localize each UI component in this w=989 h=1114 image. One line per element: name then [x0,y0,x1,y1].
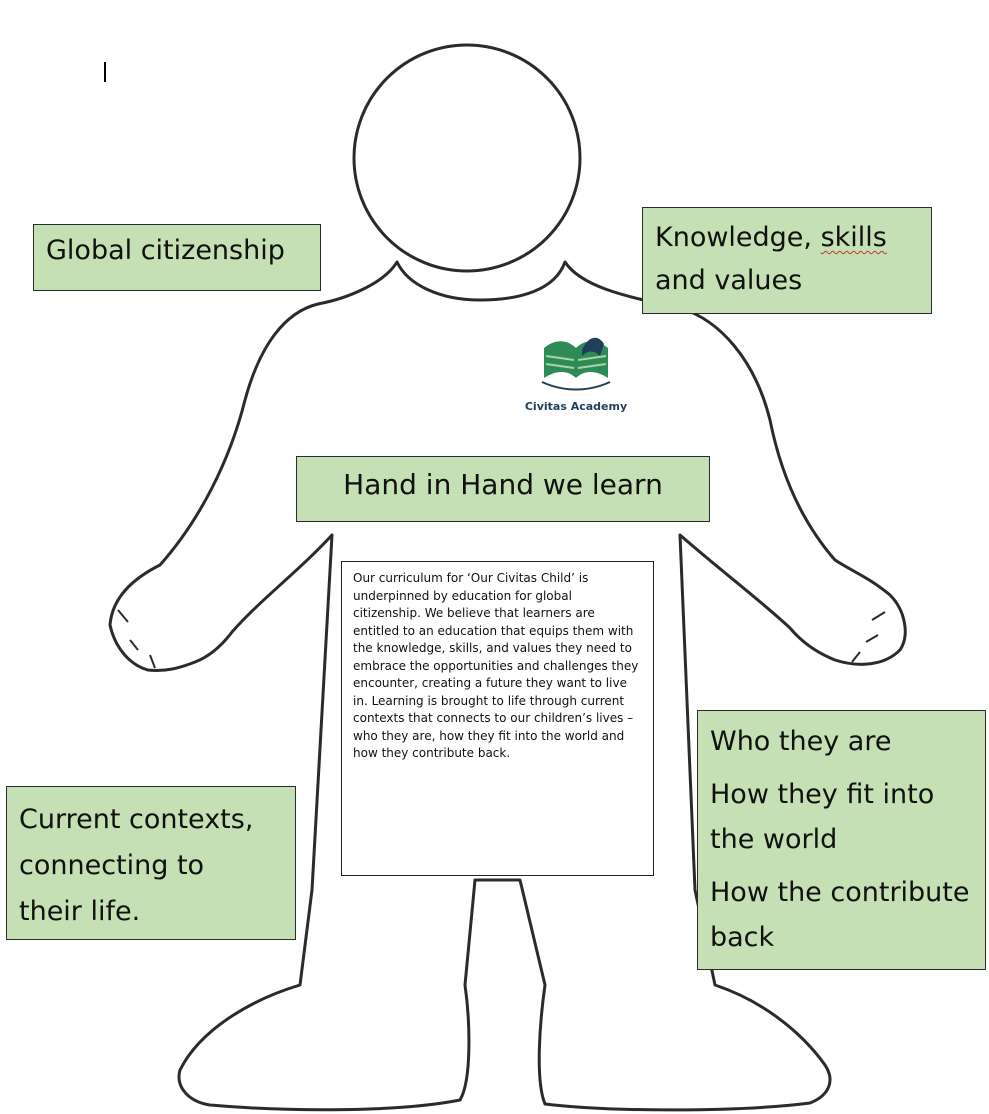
right-hand-fingers [851,611,886,663]
current-contexts-box: Current contexts, connecting to their li… [6,786,296,940]
current-contexts-line: their life. [19,896,141,927]
curriculum-description-box: Our curriculum for ‘Our Civitas Child’ i… [341,561,654,876]
identity-box: Who they are How they fit into the world… [697,710,986,970]
identity-line: Who they are [710,726,892,757]
motto-label: Hand in Hand we learn [343,468,663,501]
motto-box: Hand in Hand we learn [296,456,710,522]
curriculum-description: Our curriculum for ‘Our Civitas Child’ i… [353,571,639,760]
skills-word: skills [820,222,887,253]
identity-line: How they fit into the world [710,779,935,855]
global-citizenship-box: Global citizenship [33,224,321,291]
knowledge-label: Knowledge, [655,222,821,253]
current-contexts-line: Current contexts, [19,804,254,835]
text-cursor [104,62,106,82]
open-book-icon [541,337,611,391]
current-contexts-line: connecting to [19,850,205,881]
left-hand-fingers [117,609,156,669]
global-citizenship-label: Global citizenship [46,235,285,266]
identity-line: How the contribute back [710,877,970,953]
logo-caption: Civitas Academy [524,400,628,413]
knowledge-skills-values-box: Knowledge, skills and values [642,207,932,314]
child-head [352,43,582,273]
values-label: and values [655,265,803,296]
